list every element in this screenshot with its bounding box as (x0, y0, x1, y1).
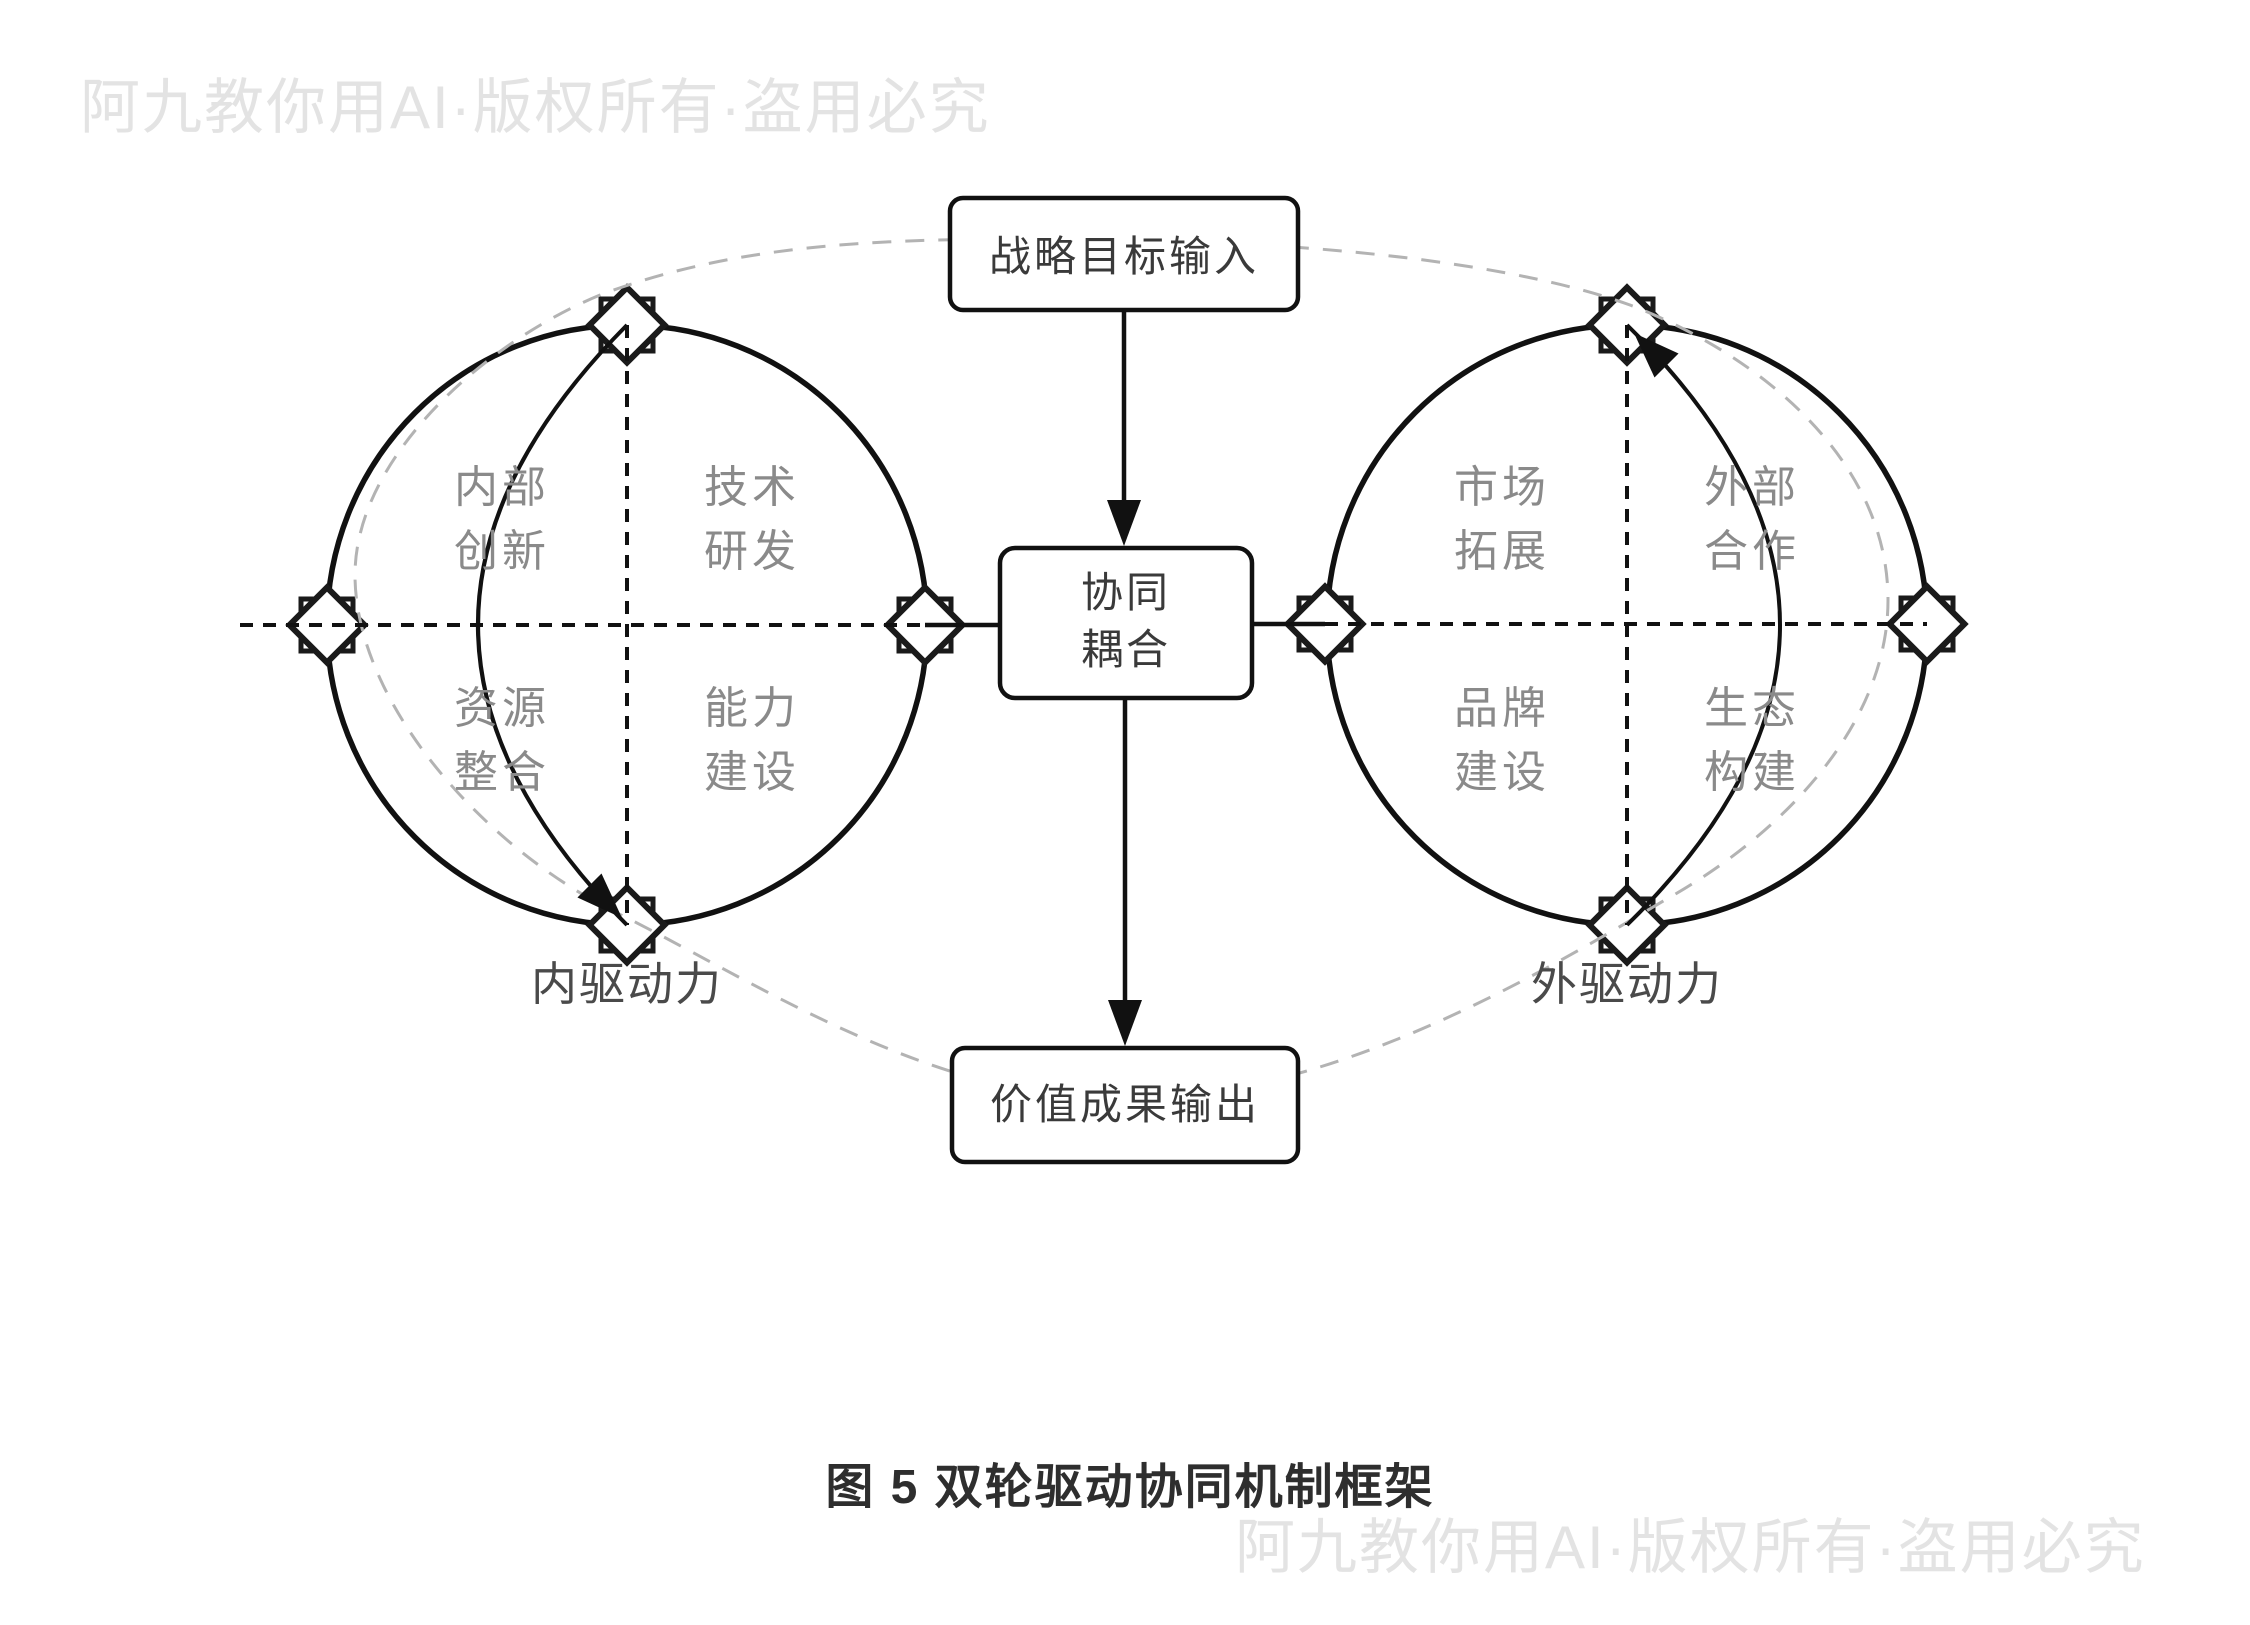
strategy-input-label: 战略目标输入 (989, 233, 1259, 280)
quadrant-label: 拓展 (1454, 527, 1550, 576)
quadrant-label: 整合 (454, 748, 550, 797)
quadrant-label: 内部 (454, 463, 550, 512)
coupling-label-line1: 协同 (1081, 569, 1171, 616)
quadrant-label: 品牌 (1454, 684, 1550, 733)
coupling-box (997, 545, 1255, 701)
quadrant-label: 合作 (1704, 527, 1800, 576)
quadrant-label: 建设 (1454, 748, 1550, 797)
value-output-label: 价值成果输出 (990, 1081, 1260, 1128)
value-output-box (949, 1045, 1301, 1165)
quadrant-label: 市场 (1454, 463, 1550, 512)
quadrant-label: 构建 (1704, 748, 1800, 797)
quadrant-label: 建设 (704, 748, 800, 797)
coupling-label-line2: 耦合 (1081, 626, 1171, 673)
quadrant-label: 生态 (1704, 684, 1800, 733)
arrow-down-icon (1108, 1000, 1142, 1046)
quadrant-label: 研发 (704, 527, 800, 576)
node-marker-left-west (290, 588, 365, 663)
watermark-top: 阿九教你用AI·版权所有·盗用必究 (80, 74, 991, 141)
inner-drive-label: 内驱动力 (531, 958, 723, 1010)
diagram-caption: 图 5 双轮驱动协同机制框架 (825, 1461, 1434, 1514)
right-wheel-inner-arc (1625, 323, 1782, 927)
left-wheel-inner-arc (476, 323, 629, 927)
outer-drive-label: 外驱动力 (1531, 958, 1723, 1010)
watermark-bottom: 阿九教你用AI·版权所有·盗用必究 (1235, 1514, 2146, 1581)
feedback-loop-dashed-path (353, 237, 1890, 1102)
arrow-down-icon (1107, 500, 1141, 546)
quadrant-label: 外部 (1704, 463, 1800, 512)
quadrant-label: 资源 (454, 684, 550, 733)
quadrant-label: 技术 (704, 463, 800, 512)
quadrant-label: 创新 (454, 527, 550, 576)
strategy-input-box (947, 195, 1301, 313)
quadrant-label: 能力 (704, 684, 800, 733)
